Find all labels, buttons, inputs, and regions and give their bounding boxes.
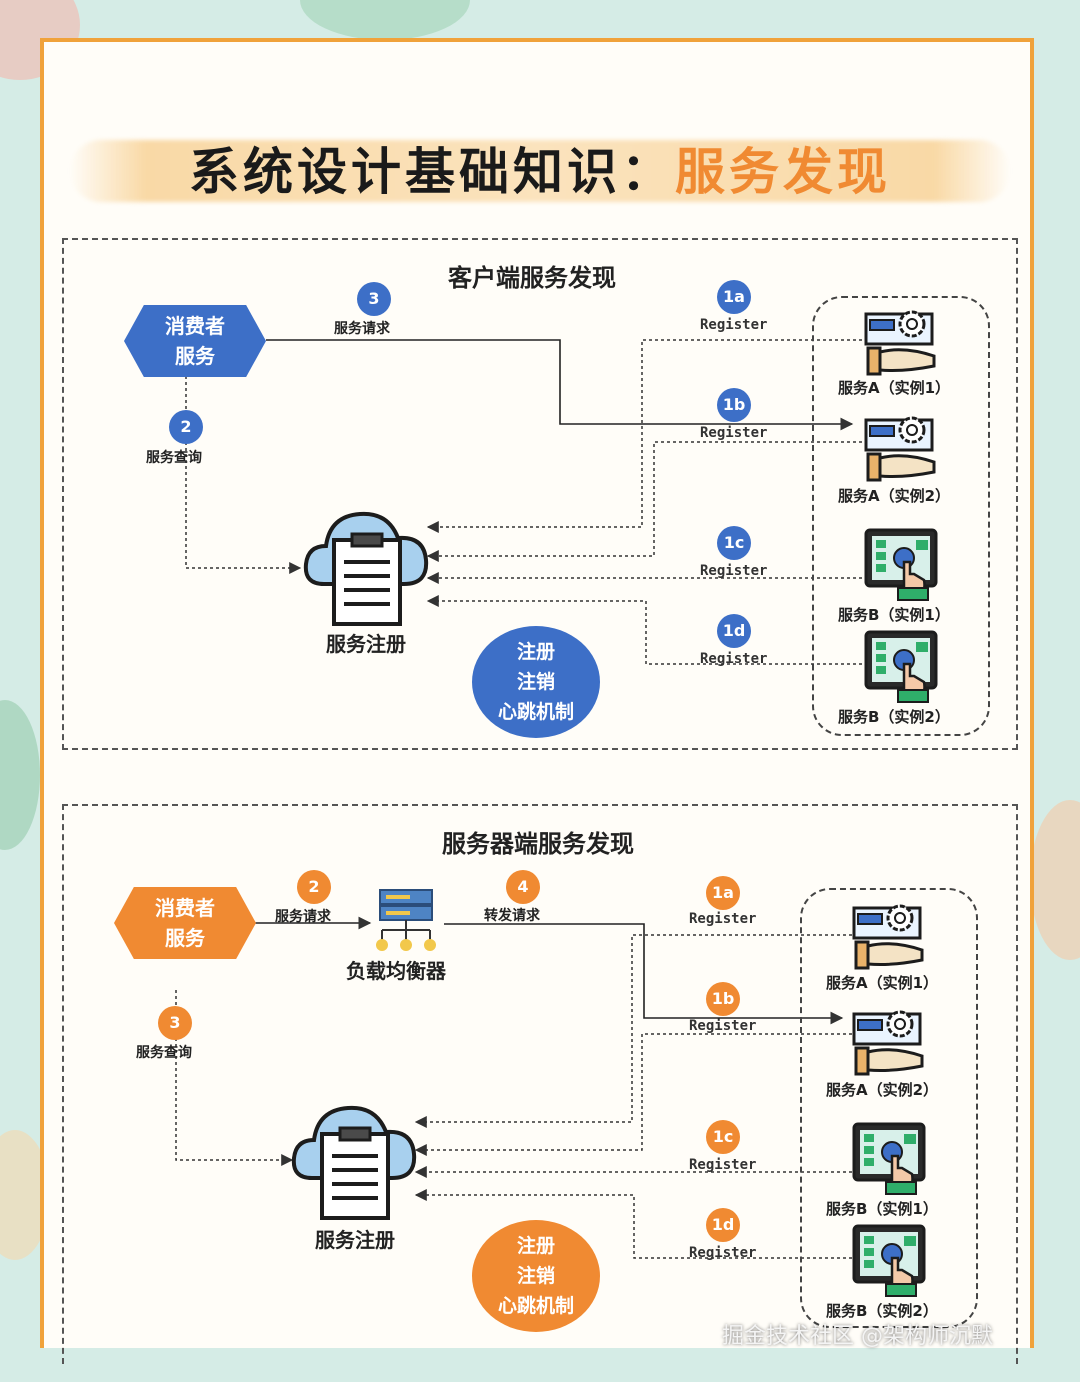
server-register-1a-badge: 1a [706,876,740,910]
client-register-line-1a [426,339,862,533]
server-register-1a-label: Register [689,911,757,927]
title-brush [70,140,1010,202]
service-a-hand-gear-icon [864,416,936,482]
client-register-1a-badge: 1a [717,280,751,314]
client-register-1d-label: Register [700,651,768,667]
mechanism-line2: 注销 [516,671,555,693]
service-a-hand-gear-icon [852,904,924,970]
server-instance-b1-label: 服务B（实例1） [826,1200,938,1218]
service-b-touchscreen-icon [864,630,938,703]
client-consumer-service: 消费者 服务 [124,305,266,377]
load-balancer-server-icon [376,889,436,951]
client-register-1c-label: Register [700,563,768,579]
server-query-line [175,990,294,1166]
server-instance-a2-label: 服务A（实例2） [826,1081,939,1099]
server-forward-line [444,923,844,1025]
client-register-1b-badge: 1b [717,388,751,422]
client-register-1d-badge: 1d [717,614,751,648]
client-step2-badge: 2 [169,410,203,444]
server-register-line-1a [414,934,852,1128]
load-balancer-label: 负载均衡器 [346,959,446,983]
cloud-clipboard-icon [291,1105,417,1220]
consumer-label-line1: 消费者 [165,314,225,338]
client-register-line-1d [426,595,862,665]
server-step3-label: 服务查询 [136,1045,192,1061]
client-register-1b-label: Register [700,425,768,441]
server-register-1d-label: Register [689,1245,757,1261]
server-step3-badge: 3 [158,1006,192,1040]
client-section-title: 客户端服务发现 [448,264,616,292]
client-instance-b1-label: 服务B（实例1） [838,606,950,624]
server-step2-label: 服务请求 [275,909,331,925]
server-register-line-1d [414,1189,852,1259]
server-step4-label: 转发请求 [484,908,540,924]
title-banner: 系统设计基础知识：服务发现 [70,120,1010,220]
consumer-label-line2: 服务 [165,926,205,950]
server-instances-group [800,888,978,1328]
title-main: 系统设计基础知识： [189,142,675,201]
server-step4-badge: 4 [506,870,540,904]
cloud-clipboard-icon [303,511,429,626]
server-register-1c-label: Register [689,1157,757,1173]
server-section [62,804,1018,1364]
service-b-touchscreen-icon [864,528,938,601]
mechanism-line3: 心跳机制 [497,1295,574,1317]
client-instances-group [812,296,990,736]
server-consumer-service: 消费者 服务 [114,887,256,959]
server-instance-a1-label: 服务A（实例1） [826,974,939,992]
client-instance-a1-label: 服务A（实例1） [838,379,951,397]
server-register-line-1b [414,1033,852,1156]
client-step3-badge: 3 [357,282,391,316]
client-request-line [266,339,854,431]
service-b-touchscreen-icon [852,1122,926,1195]
server-register-1b-badge: 1b [706,982,740,1016]
server-registry-label: 服务注册 [315,1228,395,1252]
page-title: 系统设计基础知识：服务发现 [70,132,1010,204]
mechanism-line2: 注销 [516,1265,555,1287]
consumer-label-line1: 消费者 [155,896,215,920]
client-section [62,238,1018,750]
service-b-touchscreen-icon [852,1224,926,1297]
server-mechanism-badge: 注册 注销 心跳机制 [472,1220,600,1332]
service-a-hand-gear-icon [864,310,936,376]
server-section-title: 服务器端服务发现 [442,830,634,858]
client-query-line [185,376,302,574]
client-instance-a2-label: 服务A（实例2） [838,487,951,505]
client-step3-label: 服务请求 [334,321,390,337]
client-instance-b2-label: 服务B（实例2） [838,708,950,726]
service-a-hand-gear-icon [852,1010,924,1076]
title-highlight: 服务发现 [675,142,891,201]
client-register-1a-label: Register [700,317,768,333]
client-registry-label: 服务注册 [326,632,406,656]
server-register-1d-badge: 1d [706,1208,740,1242]
mechanism-line1: 注册 [516,641,555,663]
client-mechanism-badge: 注册 注销 心跳机制 [472,626,600,738]
watermark: 掘金技术社区 @架构师沉默 [722,1324,993,1349]
mechanism-line3: 心跳机制 [497,701,574,723]
mechanism-line1: 注册 [516,1235,555,1257]
server-register-1b-label: Register [689,1018,757,1034]
client-step2-label: 服务查询 [146,450,202,466]
client-register-line-1b [426,441,862,562]
server-register-1c-badge: 1c [706,1120,740,1154]
client-register-1c-badge: 1c [717,526,751,560]
server-step2-badge: 2 [297,870,331,904]
consumer-label-line2: 服务 [175,344,215,368]
server-instance-b2-label: 服务B（实例2） [826,1302,938,1320]
